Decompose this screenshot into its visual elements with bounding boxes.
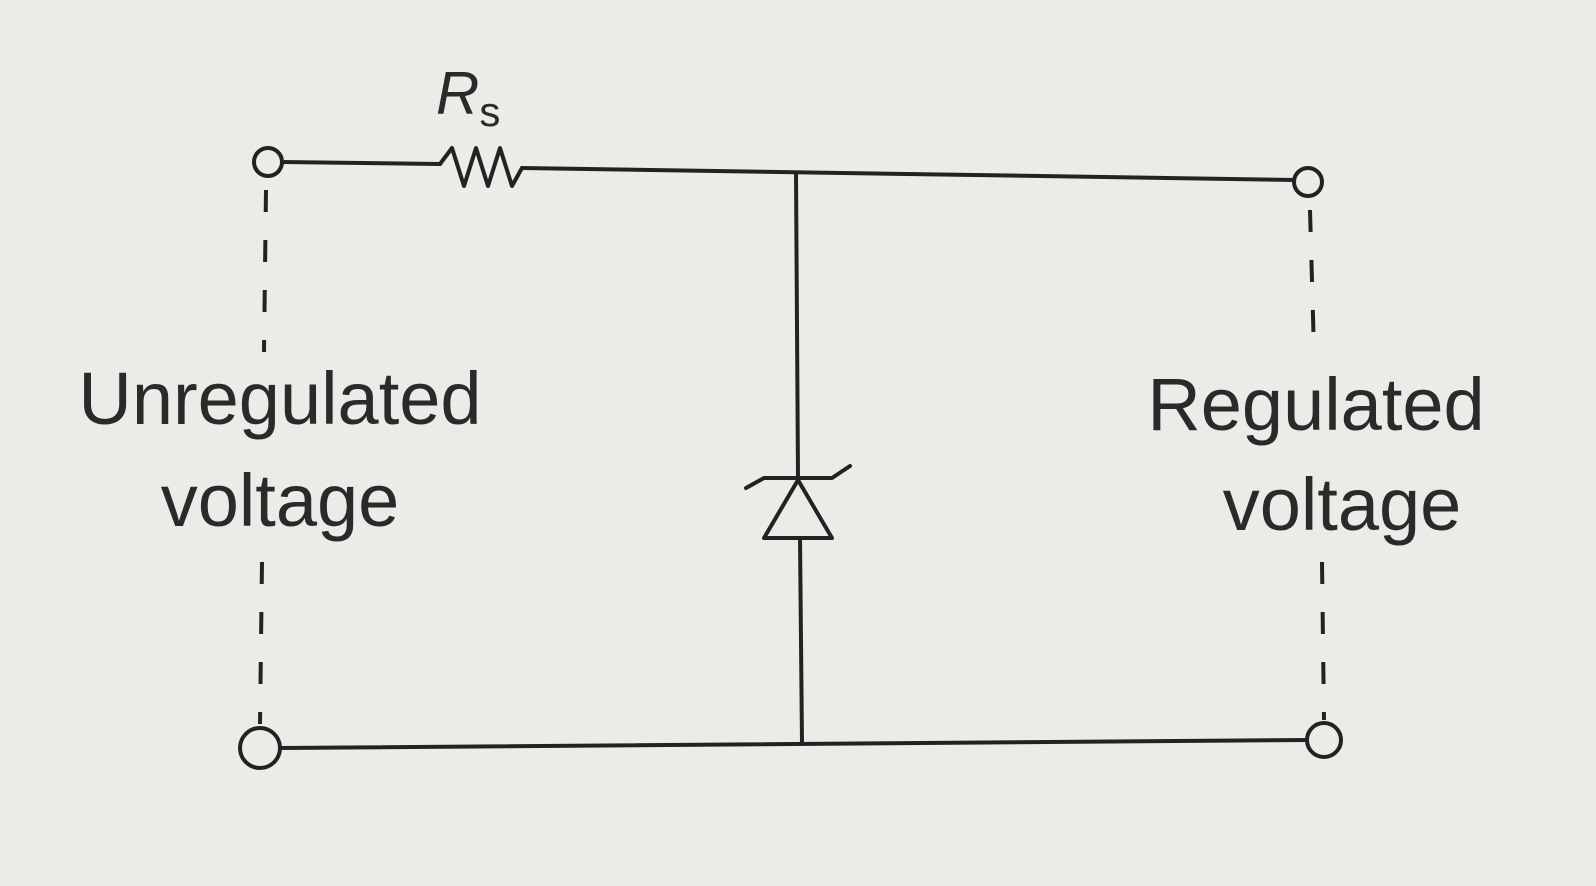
output-bottom-terminal [1305, 721, 1343, 759]
input-dashed-lower [258, 561, 264, 725]
series-resistor [438, 146, 524, 188]
output-top-terminal [1292, 166, 1324, 198]
resistor-label: Rs [436, 60, 500, 135]
bottom-wire [278, 738, 1312, 750]
input-bottom-terminal [238, 726, 282, 770]
zener-upper-lead [794, 172, 800, 480]
output-dashed-upper [1308, 209, 1316, 353]
input-top-terminal [252, 146, 284, 178]
output-top-wire [520, 166, 1298, 182]
resistor-label-subscript: s [479, 88, 500, 135]
output-label-line1: Regulated [1147, 363, 1484, 446]
input-label-line1: Unregulated [78, 357, 481, 440]
zener-lower-lead [798, 536, 804, 746]
input-top-wire [280, 160, 442, 166]
input-dashed-upper [262, 189, 268, 353]
zener-diode-icon [744, 464, 852, 540]
output-dashed-lower [1320, 561, 1326, 721]
input-label-line2: voltage [161, 459, 400, 542]
output-label-line2: voltage [1223, 463, 1462, 546]
